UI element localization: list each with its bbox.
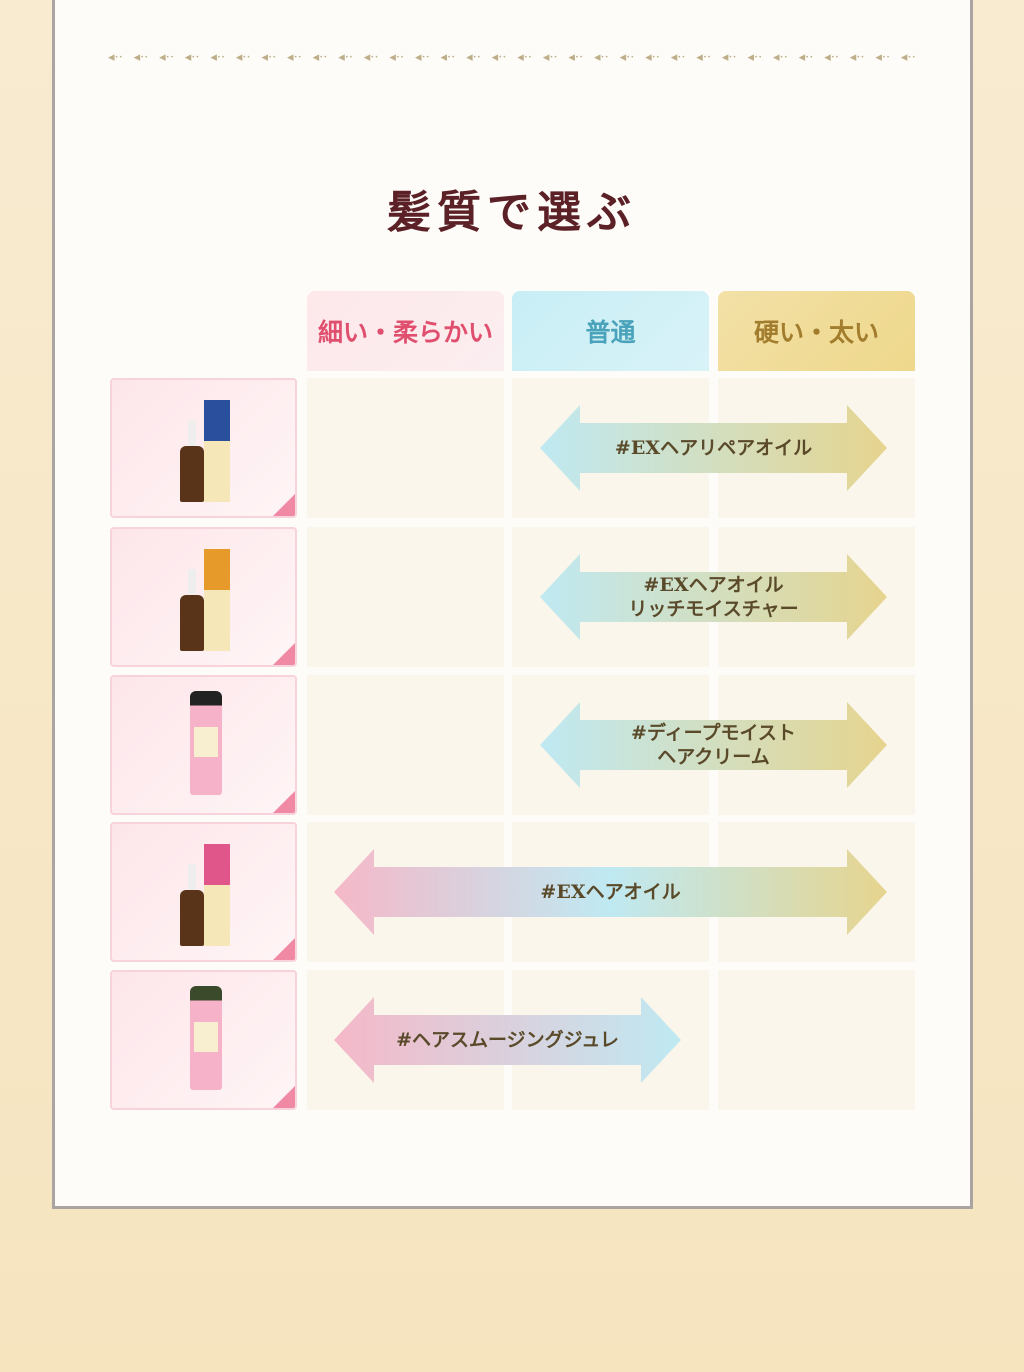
ornament-glyph: ◂·· (235, 50, 251, 64)
bottle-icon (180, 864, 204, 946)
ornament-glyph: ◂·· (159, 50, 174, 64)
ornament-glyph: ◂·· (363, 50, 379, 64)
ornament-glyph: ◂·· (773, 50, 788, 64)
ornament-glyph: ◂·· (312, 50, 328, 64)
bottle-icon (180, 420, 204, 502)
ornament-glyph: ◂·· (108, 50, 123, 64)
arrow-shape (540, 702, 887, 788)
ornament-glyph: ◂·· (824, 50, 839, 64)
ornament-glyph: ◂·· (568, 50, 584, 64)
hair-type-range-arrow: #EXヘアオイル (334, 849, 887, 935)
ornament-glyph: ◂·· (466, 50, 481, 64)
hair-type-range-arrow: #EXヘアオイル リッチモイスチャー (540, 554, 887, 640)
ornament-glyph: ◂·· (261, 50, 277, 64)
ornament-glyph: ◂·· (287, 50, 302, 64)
hair-type-range-arrow: #EXヘアリペアオイル (540, 405, 887, 491)
ornament-glyph: ◂·· (619, 50, 635, 64)
grid-cell (307, 527, 504, 667)
hair-type-range-arrow: #ディープモイスト ヘアクリーム (540, 702, 887, 788)
ornament-glyph: ◂·· (645, 50, 660, 64)
ornament-glyph: ◂·· (747, 50, 763, 64)
ornament-glyph: ◂·· (389, 50, 405, 64)
grid-cell (307, 378, 504, 518)
bottle-icon (180, 569, 204, 651)
ornament-glyph: ◂·· (184, 50, 200, 64)
arrow-shape (334, 997, 681, 1083)
ornament-glyph: ◂·· (670, 50, 686, 64)
corner-mark (273, 1086, 295, 1108)
product-name[interactable]: #ディープモイスト ヘアクリーム (631, 722, 796, 768)
corner-mark (273, 938, 295, 960)
hair-type-range-arrow: #ヘアスムージングジュレ (334, 997, 681, 1083)
product-image[interactable] (110, 822, 297, 962)
arrow-shape (334, 849, 887, 935)
ornament-glyph: ◂·· (721, 50, 737, 64)
product-name[interactable]: #EXヘアオイル (540, 881, 681, 903)
ornament-glyph: ◂·· (414, 50, 430, 64)
column-header-coarse-thick: 硬い・太い (718, 291, 915, 371)
ornament-glyph: ◂·· (133, 50, 149, 64)
ornament-glyph: ◂·· (542, 50, 558, 64)
ornament-glyph: ◂·· (798, 50, 814, 64)
product-image[interactable] (110, 378, 297, 518)
grid-cell (307, 675, 504, 815)
ornament-glyph: ◂·· (517, 50, 533, 64)
ornament-divider: ◂·· ◂·· ◂·· ◂·· ◂·· ◂·· ◂·· ◂·· ◂·· ◂·· ◂·· ◂·· ◂·· ◂… (108, 50, 916, 64)
ornament-glyph: ◂·· (338, 50, 353, 64)
ornament-glyph: ◂·· (210, 50, 226, 64)
tube-icon (190, 691, 222, 795)
corner-mark (273, 791, 295, 813)
product-image[interactable] (110, 970, 297, 1110)
grid-cell (718, 970, 915, 1110)
ornament-glyph: ◂·· (491, 50, 507, 64)
corner-mark (273, 643, 295, 665)
box-icon (204, 549, 230, 651)
ornament-glyph: ◂·· (849, 50, 865, 64)
column-header-normal: 普通 (512, 291, 709, 371)
ornament-glyph: ◂·· (440, 50, 456, 64)
arrow-shape (540, 554, 887, 640)
ornament-glyph: ◂·· (593, 50, 609, 64)
corner-mark (273, 494, 295, 516)
ornament-glyph: ◂·· (696, 50, 712, 64)
product-name[interactable]: #EXヘアリペアオイル (614, 437, 813, 459)
ornament-glyph: ◂·· (875, 50, 891, 64)
product-name[interactable]: #ヘアスムージングジュレ (396, 1029, 619, 1051)
arrow-shape (540, 405, 887, 491)
box-icon (204, 844, 230, 946)
product-image[interactable] (110, 675, 297, 815)
box-icon (204, 400, 230, 502)
ornament-glyph: ◂·· (900, 50, 916, 64)
page-title: 髪質で選ぶ (387, 187, 637, 238)
product-name[interactable]: #EXヘアオイル リッチモイスチャー (628, 574, 799, 620)
tube-icon (190, 986, 222, 1090)
product-image[interactable] (110, 527, 297, 667)
column-header-fine-soft: 細い・柔らかい (307, 291, 504, 371)
